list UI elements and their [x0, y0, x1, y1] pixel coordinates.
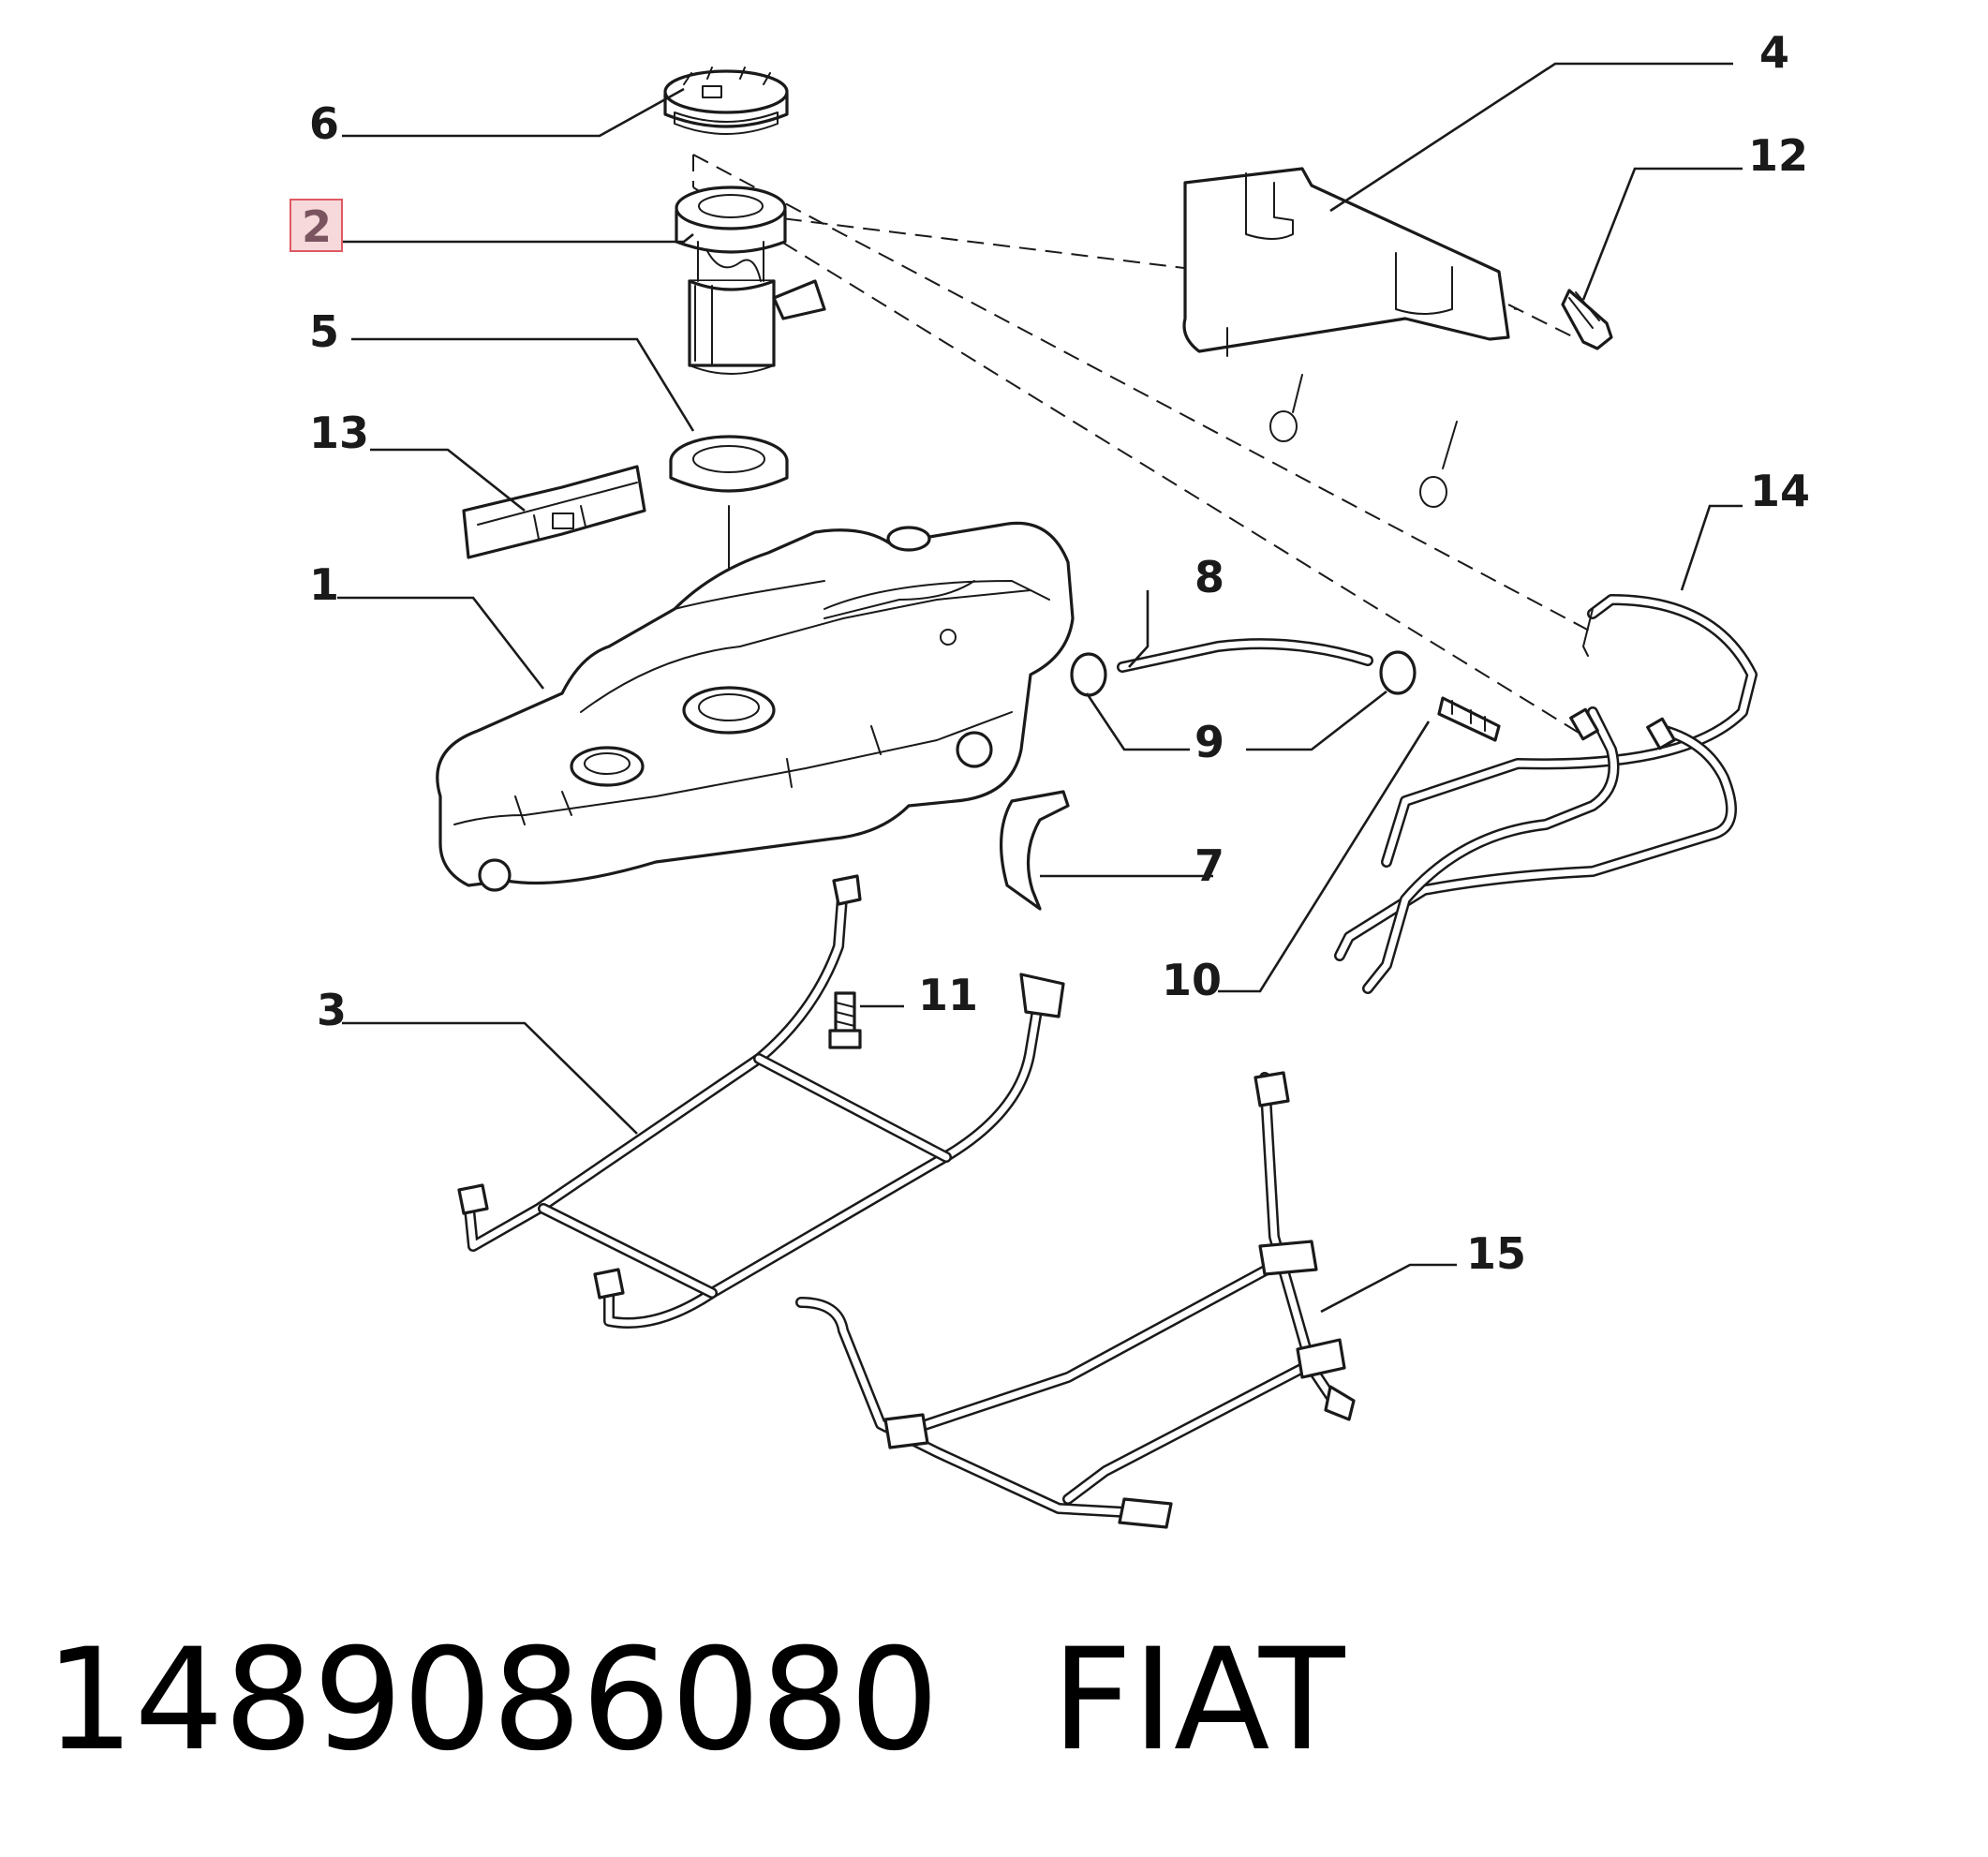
brand-name: FIAT — [1051, 1619, 1345, 1782]
part-10-connector[interactable] — [1437, 696, 1501, 742]
part-12-bolt[interactable] — [1561, 289, 1613, 350]
part-7-strap-clip[interactable] — [1000, 790, 1070, 911]
callout-labels: 6 2 5 13 1 3 4 12 8 9 7 10 11 14 15 — [289, 27, 1810, 1279]
callout-3[interactable]: 3 — [317, 985, 347, 1035]
part-14-fuel-lines[interactable] — [1334, 594, 1758, 994]
callout-6[interactable]: 6 — [309, 98, 339, 149]
callout-12[interactable]: 12 — [1748, 130, 1808, 181]
callout-15[interactable]: 15 — [1466, 1228, 1526, 1279]
part-6-lock-ring[interactable] — [663, 67, 789, 135]
part-8-vent-hose[interactable] — [1117, 638, 1373, 673]
part-13-heat-shield[interactable] — [462, 465, 646, 559]
callout-9[interactable]: 9 — [1194, 717, 1224, 767]
part-5-seal-gasket[interactable] — [669, 435, 789, 493]
callout-11[interactable]: 11 — [918, 970, 978, 1020]
callout-7[interactable]: 7 — [1194, 840, 1224, 891]
part-1-fuel-tank[interactable] — [436, 521, 1075, 892]
part-3-tank-strap[interactable] — [457, 874, 1065, 1329]
callout-2-highlight — [289, 199, 343, 252]
callout-4[interactable]: 4 — [1759, 27, 1789, 78]
callout-1[interactable]: 1 — [309, 559, 339, 610]
callout-13[interactable]: 13 — [309, 408, 369, 458]
part-2-fuel-pump-module[interactable] — [675, 186, 826, 375]
callout-14[interactable]: 14 — [1750, 466, 1810, 516]
callout-8[interactable]: 8 — [1194, 552, 1224, 602]
part-number: 1489086080 — [45, 1619, 940, 1782]
part-11-bolt[interactable] — [828, 991, 862, 1049]
part-9-hose-clamps[interactable] — [1070, 650, 1417, 697]
part-15-support-frame[interactable] — [795, 1071, 1356, 1529]
callout-5[interactable]: 5 — [309, 306, 339, 357]
part-4-protective-shield[interactable] — [1182, 167, 1510, 508]
callout-2[interactable]: 2 — [302, 201, 332, 252]
leader-lines — [337, 62, 1743, 1314]
callout-10[interactable]: 10 — [1162, 955, 1222, 1005]
